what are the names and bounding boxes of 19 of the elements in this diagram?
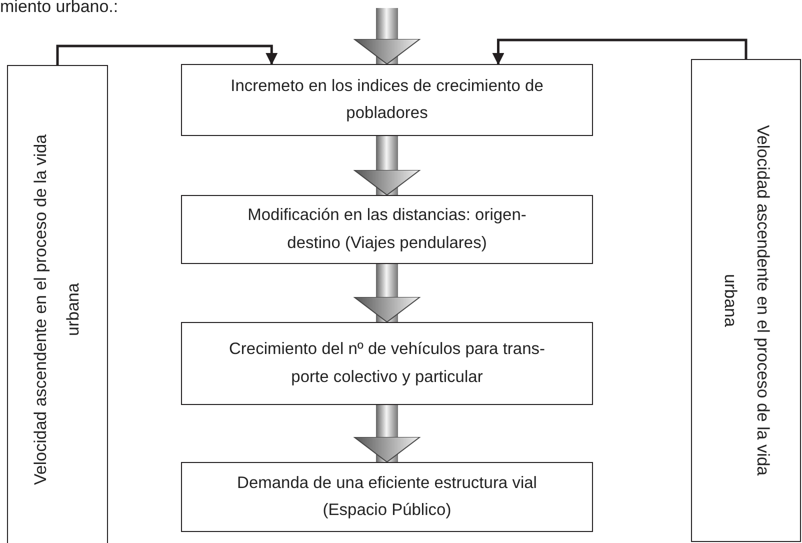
block-arrow	[354, 405, 420, 462]
box-text: Velocidad ascendente en el proceso de la vida urbana	[30, 133, 84, 488]
side-box	[691, 59, 801, 542]
arrow	[492, 38, 748, 65]
box-text: Demanda de una eficiente estructura vial (Espacio Público)	[236, 472, 538, 521]
box-text: Velocidad ascendente en el proceso de la vida urbana	[720, 124, 774, 478]
block-arrow	[354, 8, 420, 64]
process-box	[181, 462, 593, 532]
arrow	[56, 44, 278, 65]
block-arrow	[354, 264, 420, 322]
box-text: Crecimiento del nº de vehículos para trans- porte colectivo y particular	[228, 339, 546, 388]
process-box	[181, 195, 593, 264]
process-box	[181, 64, 593, 136]
box-text: Incremeto en los indices de crecimiento de pobladores	[230, 76, 544, 124]
block-arrow	[354, 136, 420, 196]
box-text: Modificación en las distancias: origen-destino (Viajes pendulares)	[246, 205, 528, 254]
process-box	[181, 322, 593, 405]
side-box	[7, 65, 108, 543]
note-text: miento urbano.:	[0, 0, 118, 17]
